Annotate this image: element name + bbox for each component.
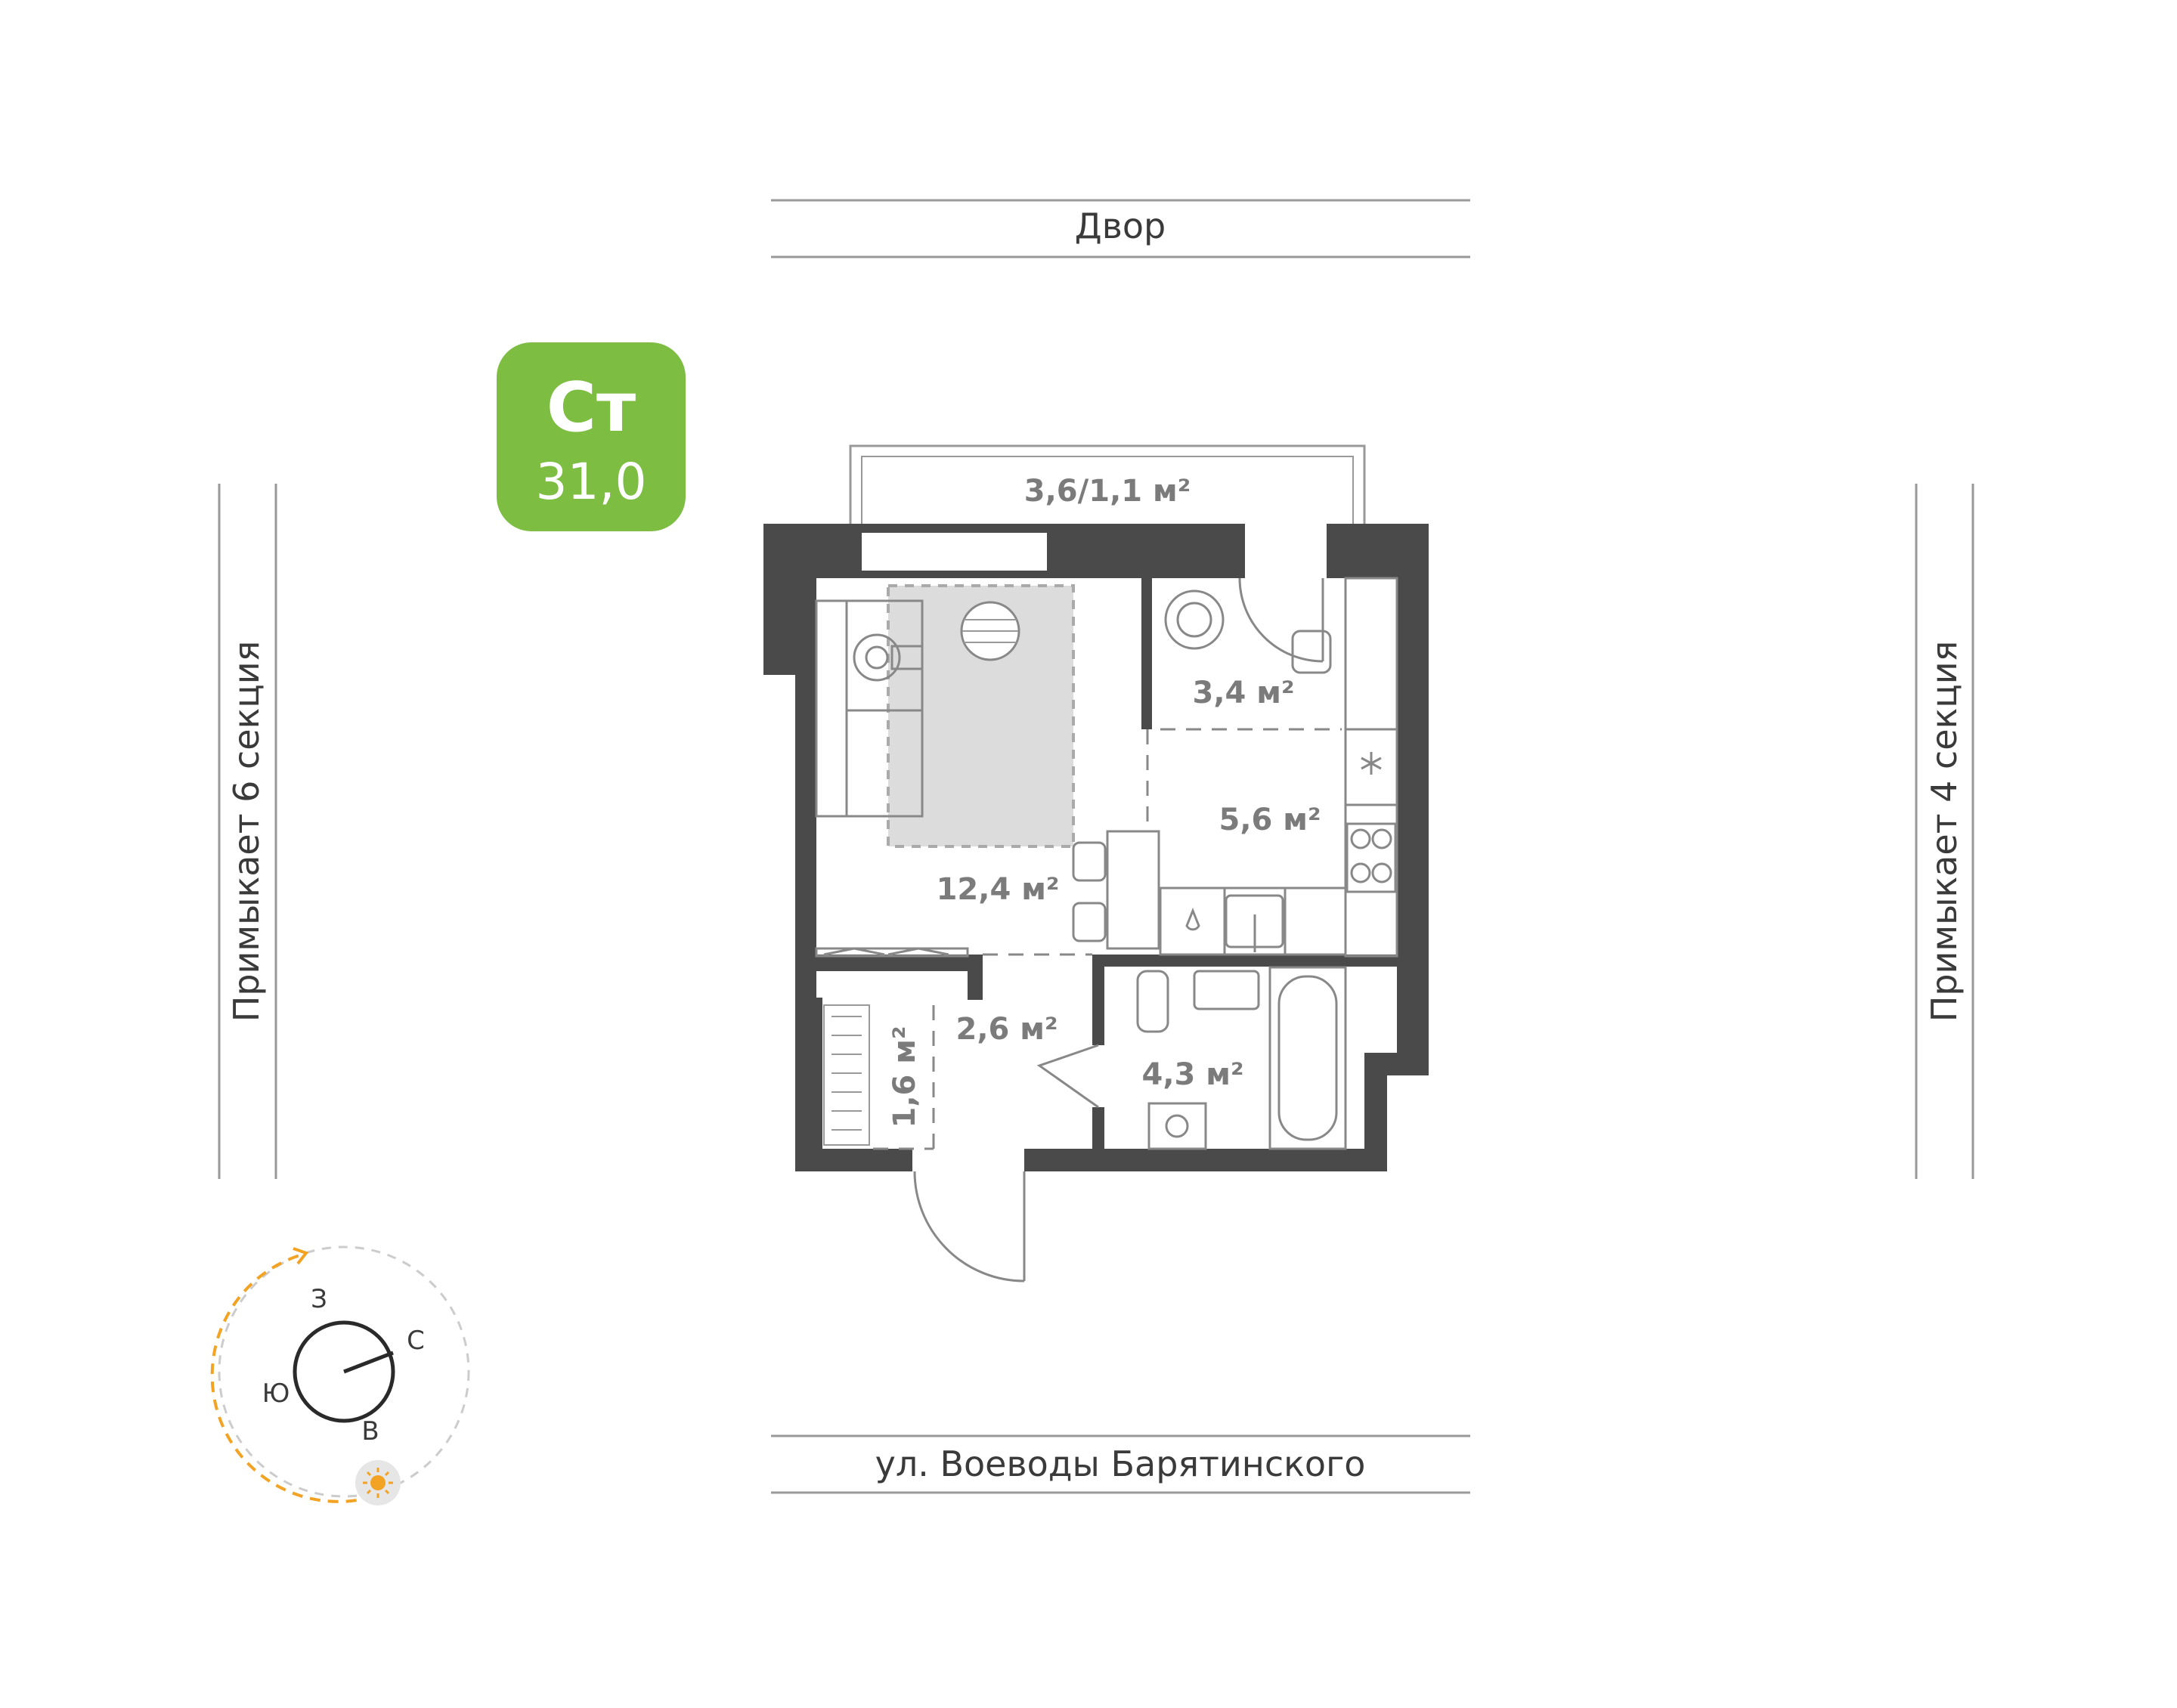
compass-south: Ю: [262, 1378, 290, 1409]
apartment-type: Ст: [547, 368, 636, 447]
balcony-area: 3,6/1,1 м²: [1024, 474, 1191, 509]
round-table-icon: [960, 601, 1020, 661]
entrance-door: [913, 1171, 1026, 1283]
floor-plan: 3,6/1,1 м²: [763, 444, 1429, 1283]
courtyard-label: Двор: [1075, 206, 1166, 246]
apartment-badge: Ст 31,0: [497, 342, 686, 531]
bottom-context: ул. Воеводы Барятинского: [771, 1434, 1470, 1494]
fridge-snowflake-icon: [1361, 752, 1382, 775]
apartment-area: 31,0: [536, 453, 647, 511]
bathroom-area: 4,3 м²: [1142, 1057, 1244, 1092]
kitchen-cabinets: [1159, 577, 1398, 958]
plant-icon: [1164, 589, 1225, 650]
sun-icon: [355, 1460, 401, 1505]
left-section-label: Примыкает 6 секция: [226, 641, 267, 1023]
living-area: 12,4 м²: [937, 872, 1060, 907]
street-label: ул. Воеводы Барятинского: [875, 1443, 1366, 1484]
closet-rack-icon: [823, 1004, 870, 1146]
compass: З С Ю В: [210, 1245, 470, 1505]
left-context: Примыкает 6 секция: [218, 484, 277, 1179]
kitchen-sink-icon: [1225, 894, 1284, 952]
sofa: [815, 599, 924, 818]
compass-north: С: [407, 1326, 425, 1356]
balcony: 3,6/1,1 м²: [849, 444, 1366, 529]
zone-dividers: [873, 728, 1342, 1150]
right-context: Примыкает 4 секция: [1915, 484, 1974, 1179]
sun-path: [210, 1253, 375, 1503]
niche-area: 3,4 м²: [1193, 676, 1295, 710]
corridor-area: 2,6 м²: [956, 1012, 1058, 1047]
compass-east: В: [361, 1416, 379, 1447]
washing-machine-icon: [1147, 1102, 1207, 1150]
closet-area: 1,6 м²: [887, 1026, 922, 1128]
toilet-icon: [1136, 970, 1169, 1033]
right-section-label: Примыкает 4 секция: [1924, 641, 1965, 1023]
walls: [763, 524, 1429, 1171]
chair-icon: [1291, 630, 1332, 674]
wardrobe: [815, 947, 969, 958]
balcony-door: [1238, 577, 1324, 663]
bar-counter: [1072, 830, 1160, 950]
drop-icon: [1185, 907, 1200, 931]
top-context: Двор: [771, 199, 1470, 258]
washbasin-icon: [1193, 970, 1260, 1010]
kitchen-area: 5,6 м²: [1219, 803, 1321, 837]
bathroom-door: [1036, 1044, 1099, 1109]
compass-west: З: [311, 1284, 327, 1314]
stove-icon: [1346, 822, 1397, 893]
bathtub-icon: [1268, 966, 1347, 1150]
armchair-icon: [853, 633, 924, 682]
